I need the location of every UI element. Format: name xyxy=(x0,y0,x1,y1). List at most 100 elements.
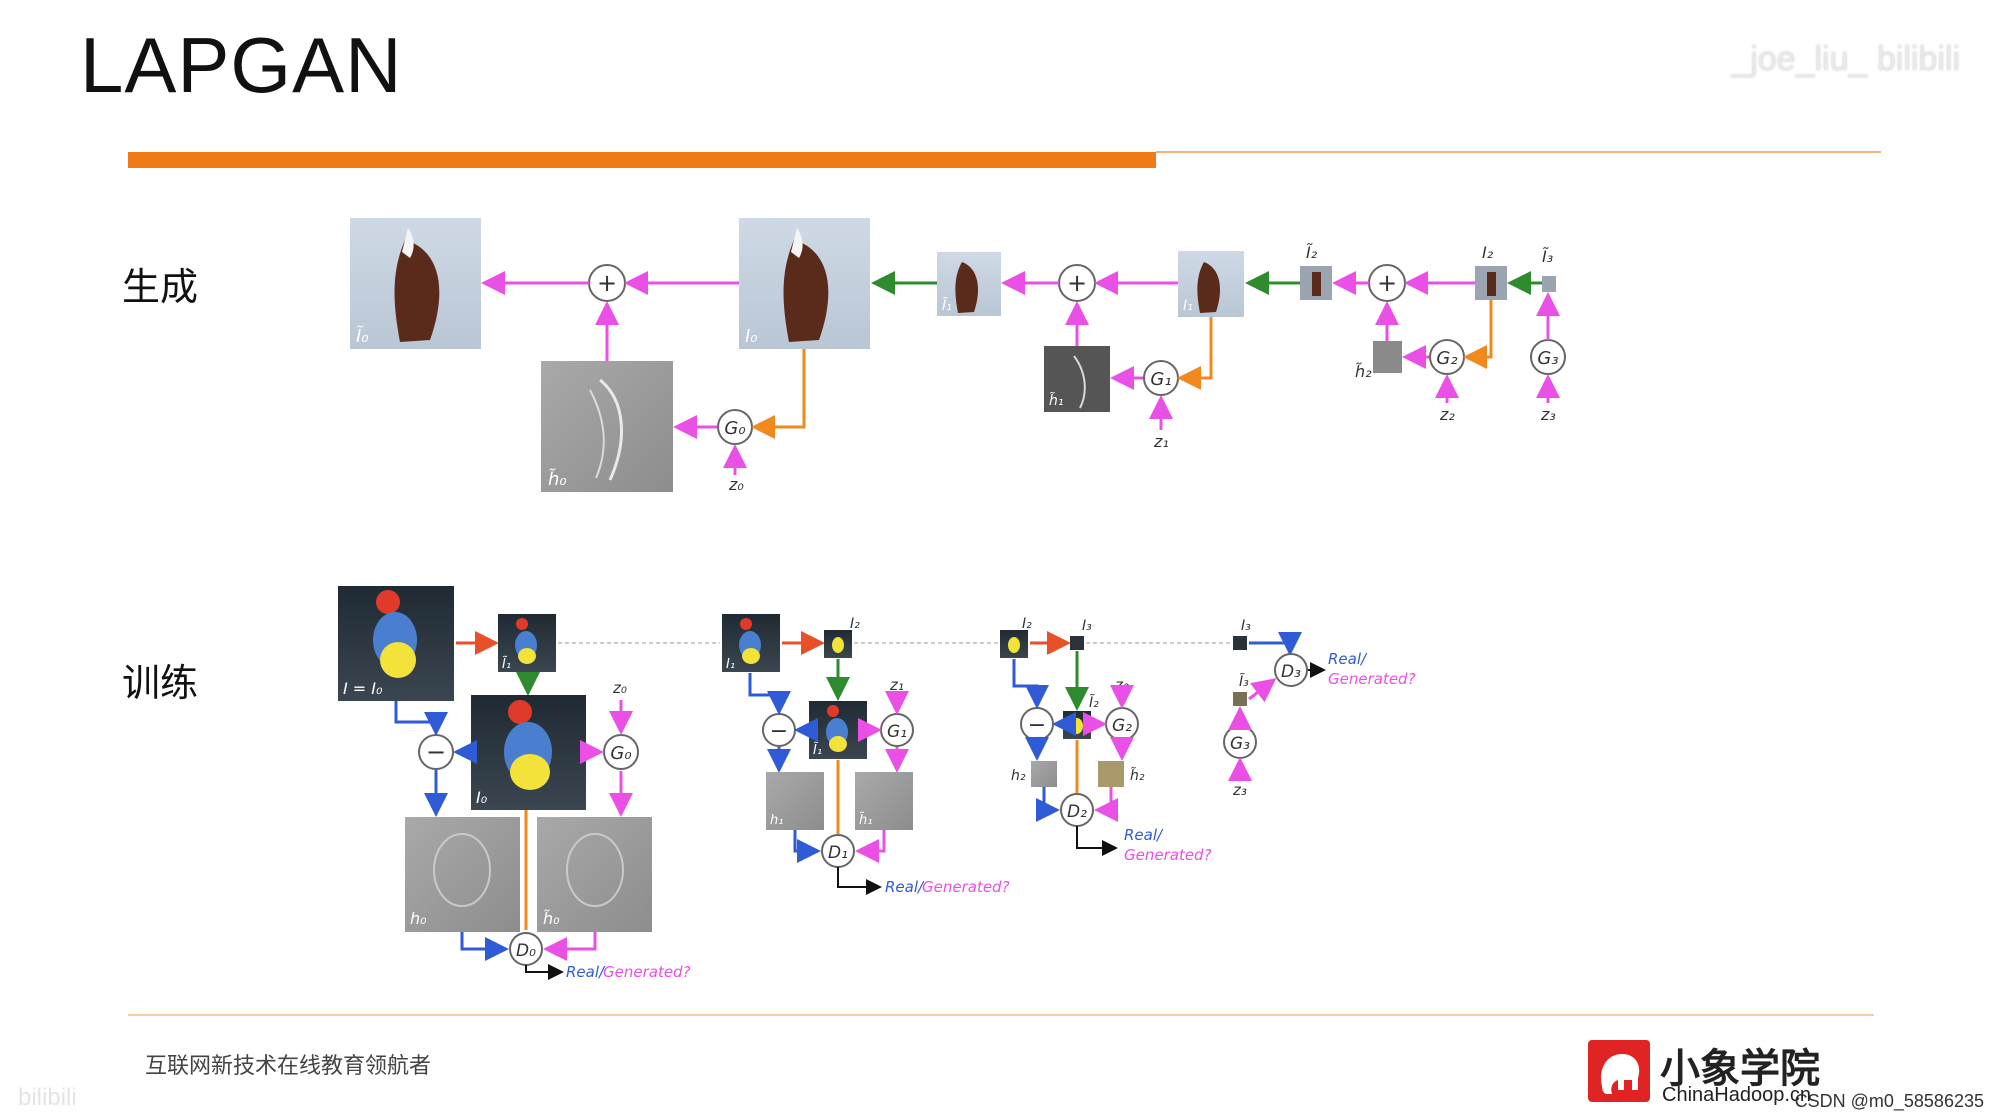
image-I0-tilde: Ĩ₀ xyxy=(350,218,481,349)
svg-text:G₃: G₃ xyxy=(1230,734,1250,754)
train-image-I3: I₃ xyxy=(1233,618,1251,650)
train-image-l1-tilde: Ĩ₁ xyxy=(809,701,867,759)
train-image-I0: I₀ xyxy=(471,695,586,810)
watermark: _joe_liu_ bilibili xyxy=(1731,40,1960,78)
label-I1-tilde: Ĩ₁ xyxy=(942,297,952,314)
train-image-I1-tilde: Ĩ₁ xyxy=(498,614,556,672)
svg-text:z₀: z₀ xyxy=(612,679,627,697)
minus-node-0: − xyxy=(418,734,454,770)
minus-node-2: − xyxy=(1020,707,1054,741)
svg-text:Ĩ₁: Ĩ₁ xyxy=(813,742,822,758)
svg-text:Ĩ₁: Ĩ₁ xyxy=(502,656,511,672)
svg-text:+: + xyxy=(1067,269,1087,297)
svg-text:G₀: G₀ xyxy=(724,418,745,439)
svg-text:−: − xyxy=(426,738,446,766)
section-label-generate: 生成 xyxy=(122,265,199,309)
svg-text:h₀: h₀ xyxy=(410,909,427,928)
svg-text:Ĩ₃: Ĩ₃ xyxy=(1239,673,1249,690)
svg-text:D₃: D₃ xyxy=(1281,662,1301,682)
discriminator-D3: D₃ xyxy=(1274,653,1308,687)
plus-node-0: + xyxy=(588,264,626,302)
svg-text:G₂: G₂ xyxy=(1112,716,1132,736)
svg-text:h̃₁: h̃₁ xyxy=(859,813,872,828)
image-h0-tilde: h̃₀ xyxy=(541,361,673,492)
discriminator-D2: D₂ xyxy=(1060,793,1094,827)
label-z2: z₂ xyxy=(1439,405,1455,424)
label-z0: z₀ xyxy=(728,475,744,494)
image-I3-tilde: Ĩ₃ xyxy=(1542,247,1556,292)
footer-tagline: 互联网新技术在线教育领航者 xyxy=(145,1054,432,1079)
label-z1: z₁ xyxy=(1153,432,1169,451)
image-I1: I₁ xyxy=(1178,251,1244,317)
minus-node-1: − xyxy=(762,713,796,747)
train-generator-G0: G₀ xyxy=(603,734,639,770)
generator-G2: G₂ xyxy=(1429,339,1465,375)
label-I1: I₁ xyxy=(1183,298,1193,314)
generator-G3: G₃ xyxy=(1530,339,1566,375)
svg-text:Generated?: Generated? xyxy=(1328,670,1416,688)
svg-text:z₂: z₂ xyxy=(1114,676,1129,694)
train-image-h2: h₂ xyxy=(1011,761,1057,787)
svg-text:I₀: I₀ xyxy=(476,788,488,807)
train-image-h1: h₁ xyxy=(766,772,824,830)
generator-G1: G₁ xyxy=(1143,360,1179,396)
plus-node-2: + xyxy=(1368,264,1406,302)
label-I0-tilde: Ĩ₀ xyxy=(356,325,369,347)
train-image-l2-tilde: Ĩ₂ xyxy=(1063,694,1099,739)
section-label-train: 训练 xyxy=(122,661,199,705)
svg-text:Generated?: Generated? xyxy=(1124,846,1212,864)
label-h1-tilde: h̃₁ xyxy=(1049,392,1064,409)
train-image-I2: I₂ xyxy=(1000,616,1032,658)
image-I0: I₀ xyxy=(739,218,870,349)
svg-text:I₃: I₃ xyxy=(1082,618,1092,634)
generation-pipeline: Ĩ₀ + I₀ h̃₀ xyxy=(350,218,1566,494)
generator-G0: G₀ xyxy=(717,409,753,445)
svg-text:D₁: D₁ xyxy=(828,843,848,863)
svg-text:G₁: G₁ xyxy=(1150,369,1171,390)
label-I2: I₂ xyxy=(1482,243,1494,262)
svg-text:G₂: G₂ xyxy=(1436,348,1457,369)
svg-text:Ĩ₂: Ĩ₂ xyxy=(1089,694,1099,711)
train-image-I1: I₁ xyxy=(722,614,780,672)
image-h1-tilde: h̃₁ xyxy=(1044,346,1110,412)
svg-text:−: − xyxy=(1028,713,1046,738)
svg-text:G₁: G₁ xyxy=(887,722,907,742)
slide-title: LAPGAN xyxy=(80,21,403,109)
label-I2-tilde: Ĩ₂ xyxy=(1306,243,1318,262)
bottom-watermark: bilibili xyxy=(18,1084,77,1111)
train-image-h0-tilde: h̃₀ xyxy=(537,817,652,932)
svg-text:z₃: z₃ xyxy=(1232,781,1247,799)
svg-text:I₂: I₂ xyxy=(1022,616,1032,632)
svg-text:Real/: Real/ xyxy=(885,878,925,896)
train-image-I2-small: I₂ xyxy=(824,616,860,658)
image-I1-tilde: Ĩ₁ xyxy=(937,252,1001,316)
svg-text:Generated?: Generated? xyxy=(603,963,691,981)
train-generator-G2: G₂ xyxy=(1105,707,1139,741)
train-image-I3-tilde: Ĩ₃ xyxy=(1233,673,1249,706)
svg-text:I₂: I₂ xyxy=(850,616,860,632)
train-image-I-I0: I = I₀ xyxy=(338,586,454,701)
elephant-logo-icon xyxy=(1588,1040,1650,1102)
svg-text:I₁: I₁ xyxy=(726,657,735,672)
brand-logo: 小象学院 ChinaHadoop.cn xyxy=(1588,1036,1888,1110)
train-generator-G1: G₁ xyxy=(880,713,914,747)
svg-text:−: − xyxy=(770,719,788,744)
logo-text-cn: 小象学院 xyxy=(1660,1046,1820,1092)
svg-text:h̃₀: h̃₀ xyxy=(543,909,560,928)
svg-text:Real/: Real/ xyxy=(566,963,606,981)
label-I-I0: I = I₀ xyxy=(343,679,383,698)
svg-text:h₁: h₁ xyxy=(770,813,783,828)
svg-text:G₃: G₃ xyxy=(1537,348,1558,369)
label-I0: I₀ xyxy=(745,326,758,347)
svg-text:I₃: I₃ xyxy=(1241,618,1251,634)
svg-text:Real/: Real/ xyxy=(1328,650,1368,668)
logo-text-en: ChinaHadoop.cn xyxy=(1662,1084,1811,1106)
svg-text:+: + xyxy=(597,269,617,297)
svg-text:h̃₂: h̃₂ xyxy=(1130,767,1145,784)
label-z3: z₃ xyxy=(1540,405,1556,424)
train-image-h2-tilde: h̃₂ xyxy=(1098,761,1145,787)
svg-text:Generated?: Generated? xyxy=(922,878,1010,896)
credit-text: CSDN @m0_58586235 xyxy=(1794,1091,1984,1111)
discriminator-D1: D₁ xyxy=(821,834,855,868)
